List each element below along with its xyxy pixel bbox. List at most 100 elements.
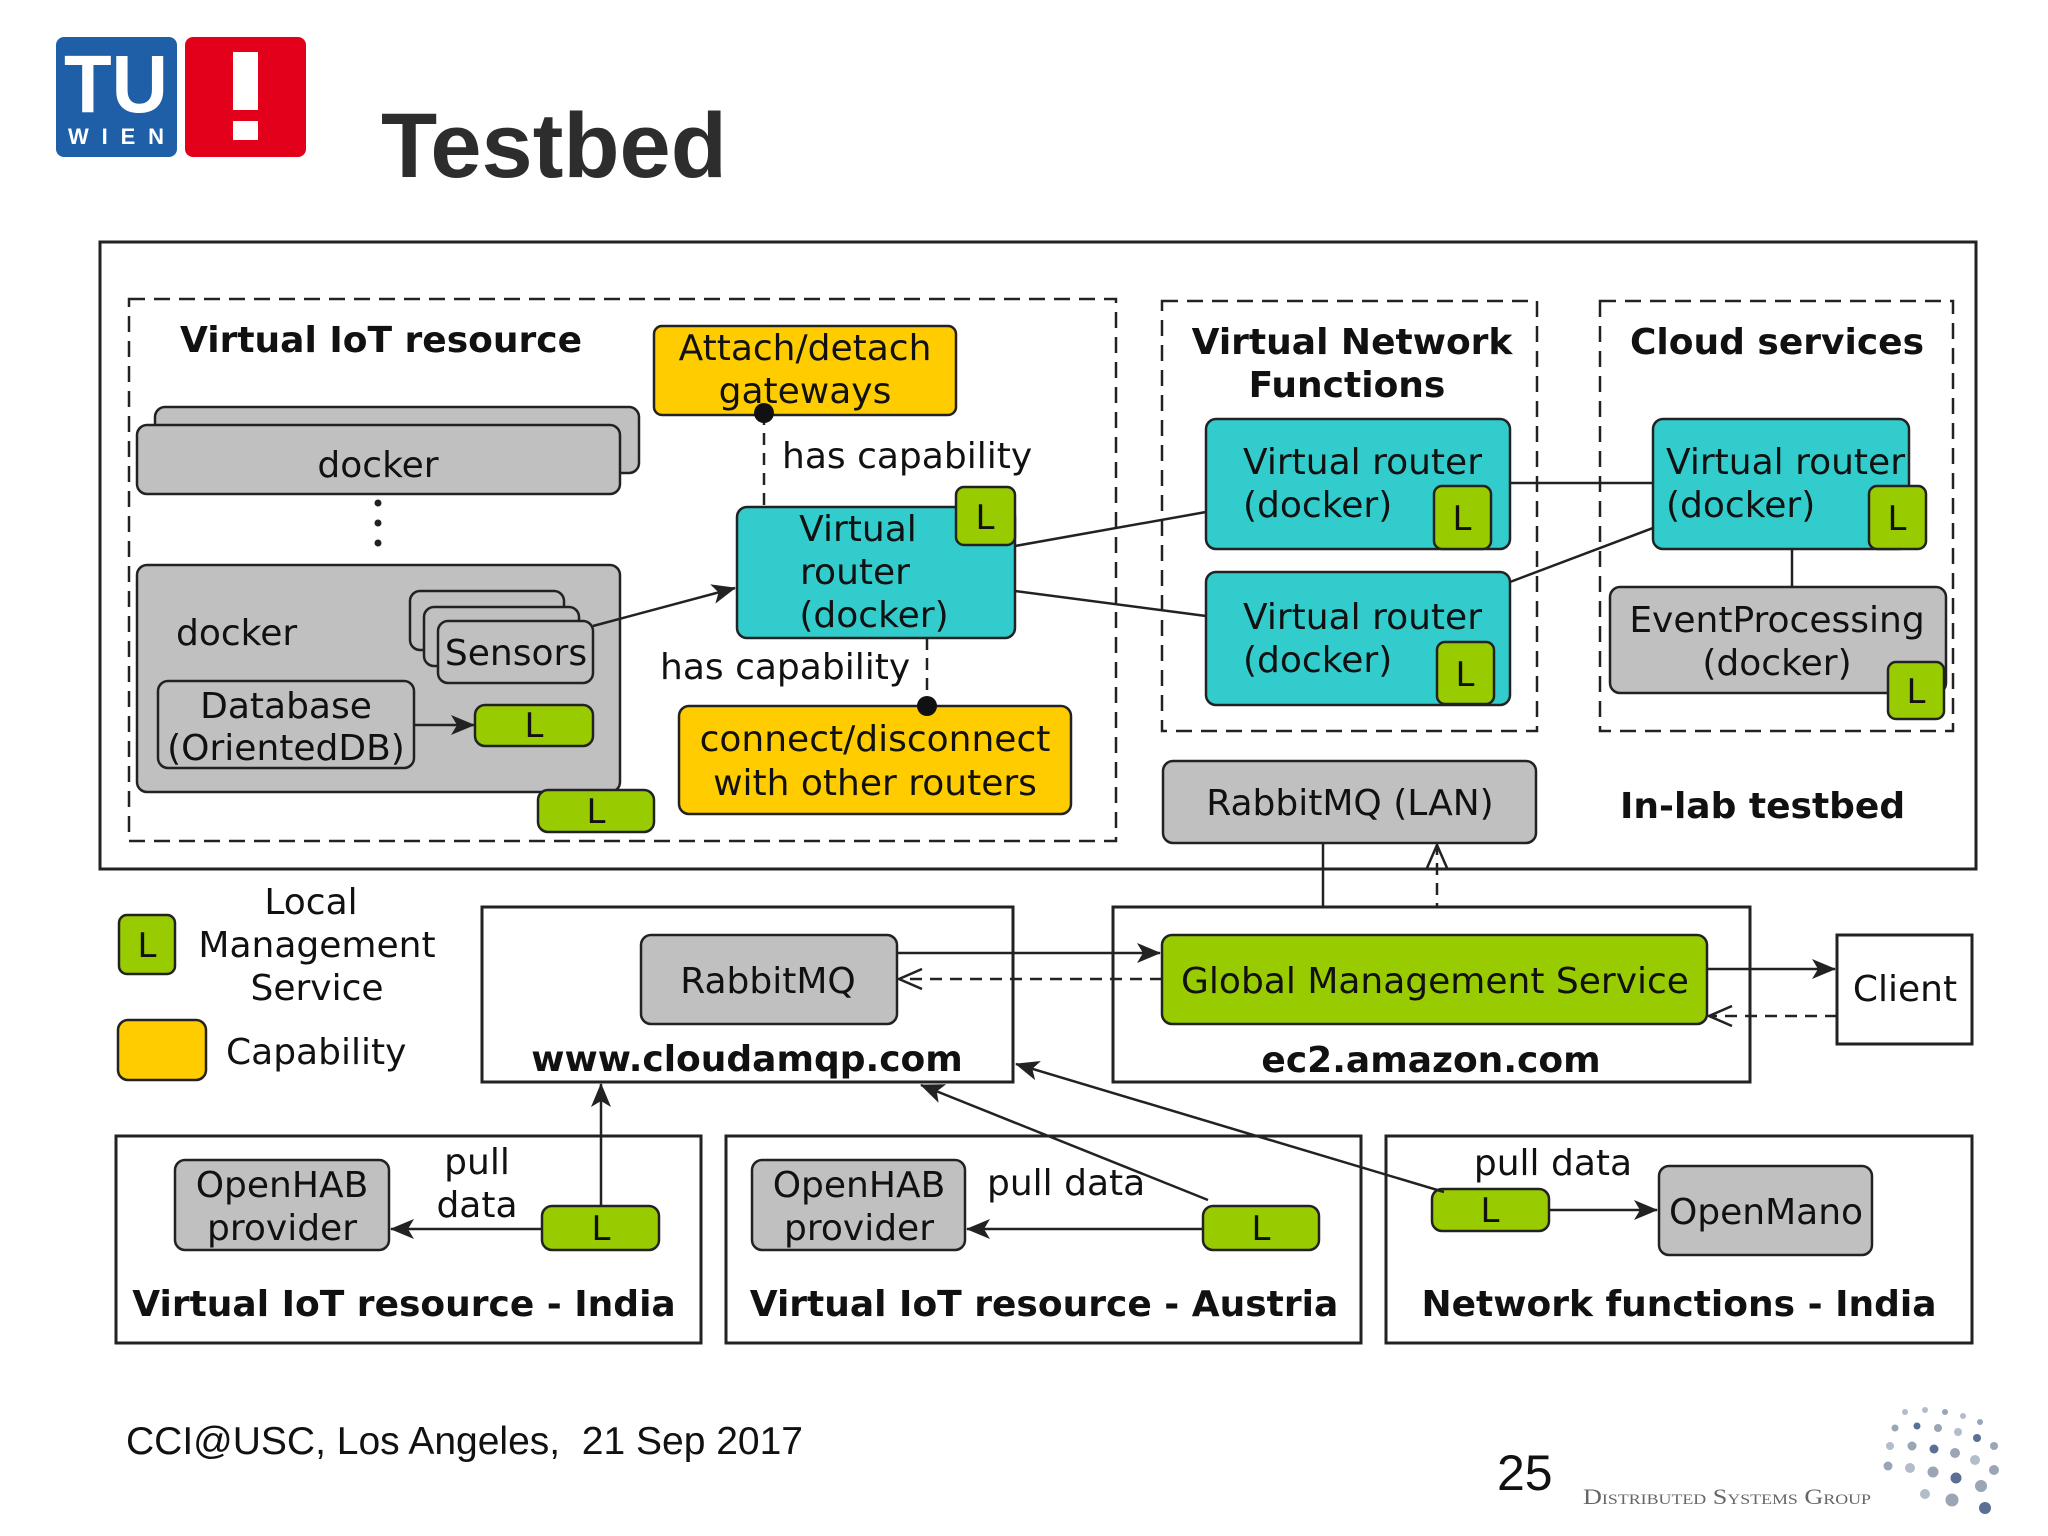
- cloud-services-group: Cloud services Virtual router (docker) L…: [1598, 299, 1955, 733]
- legend: L Local Management Service Capability: [116, 882, 436, 1082]
- tu-wien-logo: TU WIEN: [56, 37, 306, 157]
- capability-link-dot: [917, 696, 937, 716]
- logo-exclamation-bar: [233, 52, 258, 110]
- austria-openhab-label-line1: OpenHAB: [773, 1165, 946, 1206]
- cloud-virtual-router-label-line2: (docker): [1666, 485, 1815, 526]
- cloudamqp-group: RabbitMQ www.cloudamqp.com: [480, 905, 1015, 1084]
- event-processing-label-line2: (docker): [1702, 643, 1851, 684]
- local-management-badge-database: [473, 703, 595, 748]
- database-label-line1: Database: [200, 686, 372, 727]
- docker-stack-front: [135, 423, 622, 496]
- local-management-badge-cloud-router: [1867, 484, 1928, 551]
- logo-exclamation-dot: [233, 121, 258, 140]
- india-openhab-provider-box: [173, 1158, 391, 1252]
- dsg-logo-dot: [1990, 1442, 1998, 1450]
- has-capability-label-lower: has capability: [660, 647, 910, 688]
- arrow-austria-agent-to-cloudamqp: [920, 1083, 1209, 1202]
- legend-capability-label: Capability: [226, 1032, 406, 1073]
- dsg-logo-dot: [1907, 1441, 1917, 1451]
- link-virtual-router-to-vnf-router-2: [1014, 589, 1207, 618]
- client-box: [1835, 933, 1974, 1046]
- local-management-badge-docker: [536, 788, 656, 834]
- virtual-router-box: [735, 505, 1017, 640]
- dsg-logo-dot: [1934, 1424, 1942, 1432]
- vnf-virtual-router-2-label-line2: (docker): [1243, 640, 1392, 681]
- event-processing-label-line1: EventProcessing: [1629, 600, 1924, 641]
- local-management-badge-label: L: [1907, 672, 1926, 712]
- dsg-logo-dot: [1902, 1409, 1908, 1415]
- has-capability-label-upper: has capability: [782, 436, 1032, 477]
- ellipsis-dot: [374, 519, 382, 527]
- legend-local-management-label-line1: Local: [264, 882, 357, 923]
- local-management-badge-label: L: [976, 498, 995, 538]
- cloudamqp-host-label: www.cloudamqp.com: [531, 1039, 963, 1080]
- local-management-badge-label: L: [1456, 655, 1475, 695]
- site-austria-group: OpenHAB provider pull data L Virtual IoT…: [724, 1134, 1363, 1345]
- sensors-label: Sensors: [445, 633, 587, 674]
- global-management-service-label: Global Management Service: [1181, 961, 1689, 1002]
- austria-pull-label: pull data: [987, 1163, 1145, 1204]
- cloudamqp-rabbitmq-label: RabbitMQ: [680, 961, 856, 1002]
- vnf-virtual-router-2-box: [1204, 570, 1512, 707]
- dsg-logo-dot: [1970, 1455, 1980, 1465]
- ellipsis-dot: [374, 499, 382, 507]
- dsg-logo-dot: [1950, 1448, 1960, 1458]
- footer-event-text: CCI@USC, Los Angeles, 21 Sep 2017: [126, 1420, 803, 1463]
- openmano-label: OpenMano: [1669, 1192, 1863, 1233]
- vnf-virtual-router-1-label-line2: (docker): [1243, 485, 1392, 526]
- dsg-logo-dot: [1975, 1480, 1987, 1492]
- site-austria-label: Virtual IoT resource - Austria: [750, 1284, 1339, 1325]
- india-openhab-label-line2: provider: [207, 1208, 357, 1249]
- local-management-badge-vnf-router-1: [1432, 484, 1493, 551]
- cloud-virtual-router-label-line1: Virtual router: [1666, 442, 1905, 483]
- site-india-group: OpenHAB provider pull data L Virtual IoT…: [114, 1134, 703, 1345]
- virtual-iot-resource-title: Virtual IoT resource: [180, 320, 582, 361]
- logo-blue-square: [56, 37, 177, 157]
- vnf-virtual-router-2-label-line1: Virtual router: [1243, 597, 1482, 638]
- link-vnf-router-2-to-cloud-router: [1509, 526, 1654, 584]
- local-management-badge-label: L: [525, 706, 544, 746]
- local-management-badge-label: L: [587, 792, 606, 832]
- event-processing-box: [1608, 585, 1948, 695]
- dsg-logo-dot: [1945, 1493, 1959, 1507]
- virtual-router-label-line1: Virtual: [799, 509, 917, 550]
- dsg-logo-dot: [1950, 1472, 1962, 1484]
- local-management-badge-event-processing: [1886, 660, 1946, 721]
- virtual-iot-resource-group: Virtual IoT resource Attach/detach gatew…: [127, 297, 1118, 843]
- india-pull-label-line2: data: [436, 1185, 517, 1226]
- virtual-router-label-line2: router: [800, 552, 910, 593]
- rabbitmq-lan-label: RabbitMQ (LAN): [1206, 783, 1493, 824]
- legend-local-management-label-line3: Service: [250, 968, 383, 1009]
- virtual-network-functions-group: Virtual Network Functions Virtual router…: [1160, 299, 1539, 733]
- dsg-logo-dot: [1954, 1428, 1962, 1436]
- openmano-box: [1657, 1164, 1874, 1257]
- network-functions-pull-label: pull data: [1474, 1143, 1632, 1184]
- ec2-group: Global Management Service ec2.amazon.com: [1111, 905, 1752, 1084]
- austria-openhab-label-line2: provider: [784, 1208, 934, 1249]
- virtual-iot-resource-boundary: [127, 297, 1118, 843]
- legend-capability-swatch: [116, 1018, 208, 1082]
- arrow-network-functions-agent-to-cloudamqp: [1015, 1061, 1445, 1194]
- connect-disconnect-capability-box: [677, 704, 1073, 816]
- site-india-label: Virtual IoT resource - India: [132, 1284, 675, 1325]
- austria-openhab-provider-box: [750, 1158, 967, 1252]
- dsg-logo-dot: [1979, 1502, 1991, 1514]
- local-management-badge-label: L: [1252, 1209, 1271, 1249]
- page-number: 25: [1497, 1445, 1553, 1501]
- ec2-host-label: ec2.amazon.com: [1261, 1040, 1600, 1081]
- attach-detach-label-line2: gateways: [719, 371, 892, 412]
- dsg-logo-dot: [1883, 1461, 1893, 1471]
- dsg-logo-dot: [1973, 1434, 1981, 1442]
- local-management-badge-vnf-router-2: [1435, 640, 1496, 706]
- legend-local-management-label-line2: Management: [198, 925, 435, 966]
- virtual-network-functions-title-line2: Functions: [1249, 365, 1446, 406]
- dsg-logo-dot: [1922, 1407, 1928, 1413]
- legend-local-management-badge-label: L: [138, 926, 157, 966]
- dsg-logo-dot: [1942, 1409, 1948, 1415]
- local-management-badge-label: L: [592, 1209, 611, 1249]
- connect-disconnect-label-line2: with other routers: [713, 763, 1037, 804]
- rabbitmq-lan-box: [1161, 759, 1538, 845]
- dsg-logo-dot: [1960, 1413, 1966, 1419]
- logo-letters: TU: [64, 39, 168, 130]
- india-openhab-label-line1: OpenHAB: [196, 1165, 369, 1206]
